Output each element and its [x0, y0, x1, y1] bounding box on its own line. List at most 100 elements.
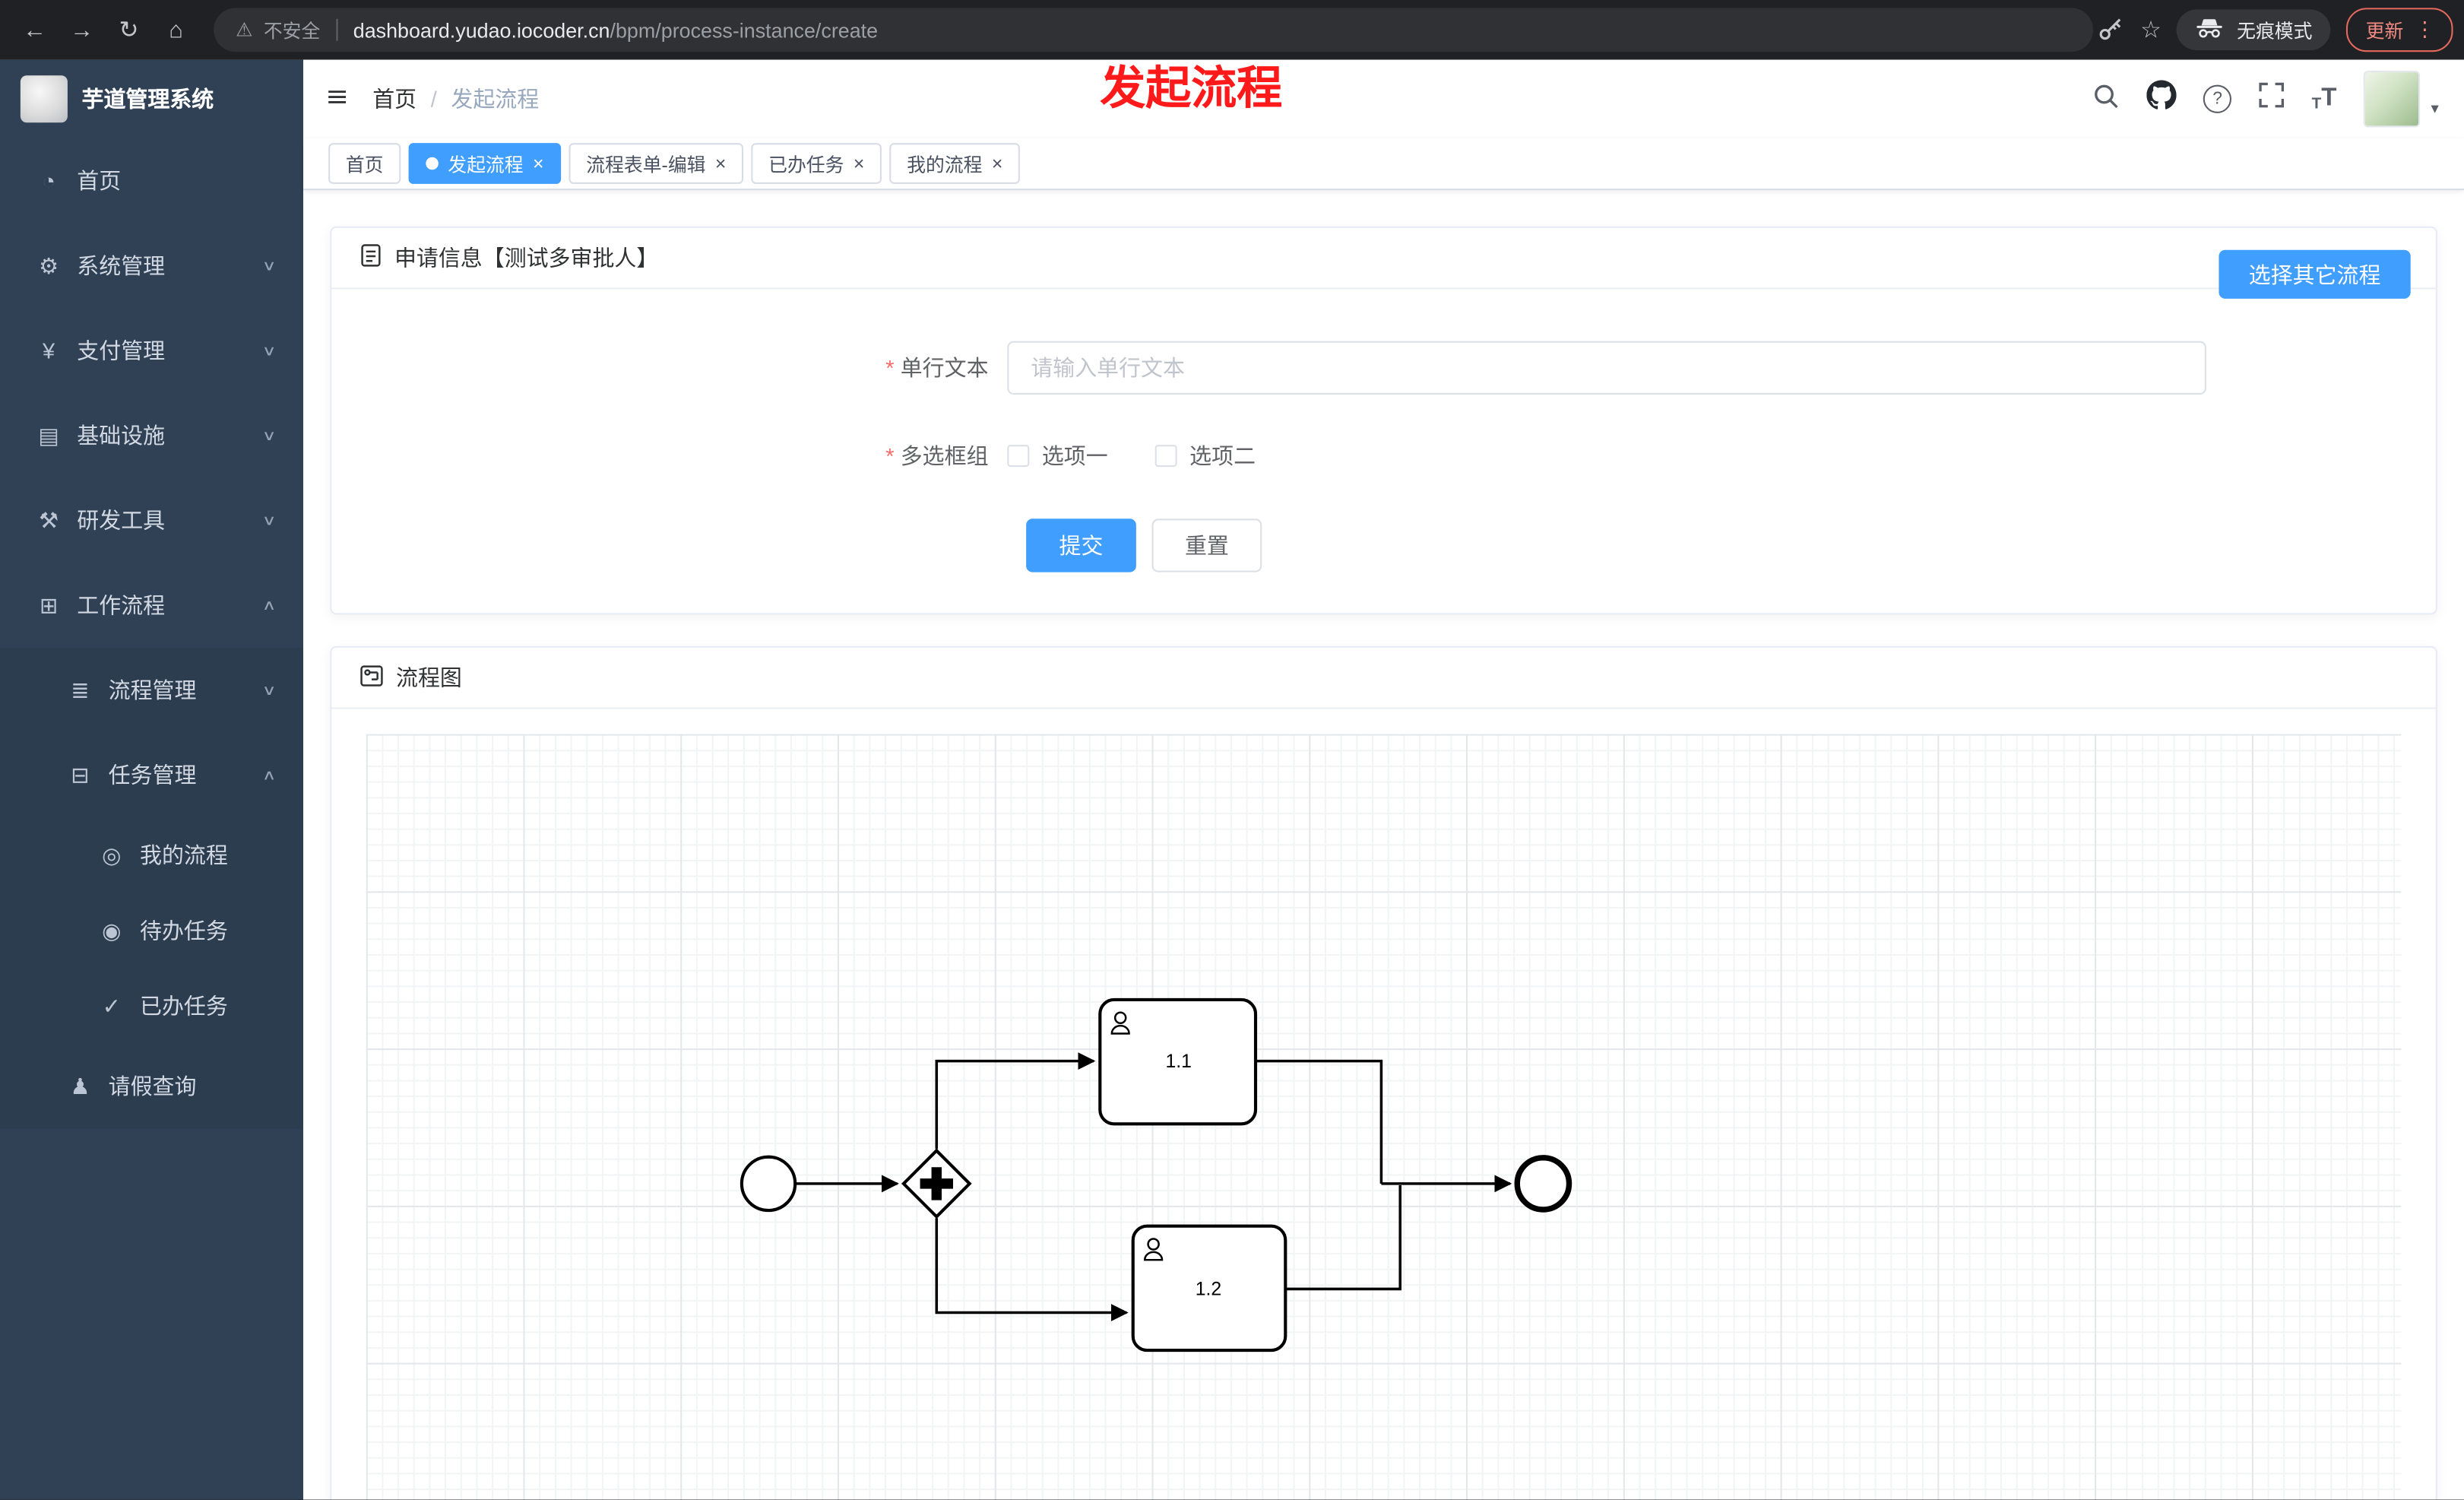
- breadcrumb: 首页 / 发起流程: [372, 84, 539, 115]
- tab-label: 首页: [345, 153, 384, 176]
- browser-forward-button[interactable]: →: [70, 16, 94, 43]
- checkbox-option-1[interactable]: 选项一: [1007, 440, 1108, 471]
- bpmn-parallel-gateway[interactable]: [901, 1148, 972, 1219]
- tab-done-tasks[interactable]: 已办任务 ×: [751, 143, 882, 184]
- bpmn-flow-gateway-task1: [935, 1052, 1096, 1150]
- bpmn-end-event[interactable]: [1514, 1155, 1572, 1213]
- browser-reload-button[interactable]: ↻: [119, 17, 139, 44]
- browser-chrome: ← → ↻ ⌂ ⚠ 不安全 dashboard.yudao.iocoder.cn…: [0, 0, 2464, 60]
- sidebar-item-infra[interactable]: ▤ 基础设施 ∨: [0, 393, 303, 478]
- flow-diagram-icon: [359, 664, 383, 691]
- process-icon: ≣: [71, 677, 90, 702]
- github-icon[interactable]: [2146, 80, 2177, 118]
- bpmn-flow-task1-merge: [1256, 1059, 1383, 1184]
- sidebar-item-todo-tasks[interactable]: ◉ 待办任务: [0, 893, 303, 968]
- bookmark-star-icon[interactable]: ☆: [2140, 17, 2162, 44]
- incognito-badge[interactable]: 无痕模式: [2177, 9, 2332, 51]
- breadcrumb-current: 发起流程: [451, 86, 540, 112]
- task-icon: ⊟: [71, 761, 90, 787]
- browser-update-button[interactable]: 更新 ⋮: [2346, 8, 2454, 52]
- bpmn-task-label: 1.2: [1196, 1280, 1221, 1300]
- single-text-label: *单行文本: [885, 355, 989, 381]
- avatar-caret-icon[interactable]: ▾: [2431, 100, 2439, 119]
- tag-view-bar: 首页 发起流程 × 流程表单-编辑 × 已办任务 × 我的流程 ×: [303, 138, 2464, 191]
- yen-icon: ¥: [43, 338, 55, 363]
- app-logo[interactable]: 芋道管理系统: [0, 60, 303, 138]
- help-icon[interactable]: ?: [2203, 84, 2232, 113]
- incognito-label: 无痕模式: [2237, 19, 2313, 42]
- tab-label: 已办任务: [768, 153, 844, 176]
- close-icon[interactable]: ×: [991, 152, 1003, 175]
- apply-card-title: 申请信息【测试多审批人】: [394, 245, 659, 271]
- close-icon[interactable]: ×: [532, 152, 544, 175]
- tab-create-process[interactable]: 发起流程 ×: [408, 143, 562, 184]
- sidebar-item-devtools[interactable]: ⚒ 研发工具 ∨: [0, 478, 303, 563]
- chevron-down-icon: ∨: [262, 257, 277, 273]
- sidebar-item-done-tasks[interactable]: ✓ 已办任务: [0, 969, 303, 1044]
- breadcrumb-home[interactable]: 首页: [372, 86, 417, 112]
- incognito-icon: [2196, 17, 2224, 43]
- tab-label: 发起流程: [448, 153, 524, 176]
- bpmn-start-event[interactable]: [740, 1155, 797, 1213]
- chevron-down-icon: ∨: [262, 427, 277, 443]
- submit-button[interactable]: 提交: [1026, 518, 1136, 572]
- reset-button[interactable]: 重置: [1151, 518, 1262, 572]
- user-avatar[interactable]: [2363, 71, 2421, 128]
- sidebar-item-label: 首页: [77, 168, 122, 194]
- sidebar-item-home[interactable]: ◔ 首页: [0, 138, 303, 224]
- sidebar-item-leave-query[interactable]: ♟ 请假查询: [0, 1044, 303, 1129]
- search-icon[interactable]: [2092, 81, 2120, 117]
- url-divider: [336, 18, 338, 41]
- close-icon[interactable]: ×: [714, 152, 727, 175]
- sidebar-item-label: 已办任务: [140, 993, 228, 1019]
- sidebar-menu: ◔ 首页 ⚙ 系统管理 ∨ ¥ 支付管理 ∨ ▤ 基础设施 ∨: [0, 138, 304, 1500]
- user-task-icon: [1144, 1238, 1164, 1261]
- chevron-down-icon: ∨: [262, 512, 277, 528]
- sidebar-item-payment[interactable]: ¥ 支付管理 ∨: [0, 308, 303, 393]
- checkbox-option-2[interactable]: 选项二: [1154, 440, 1256, 471]
- checkbox-icon[interactable]: [1007, 445, 1030, 468]
- sidebar-item-system[interactable]: ⚙ 系统管理 ∨: [0, 224, 303, 309]
- sidebar-item-label: 我的流程: [140, 842, 228, 868]
- sidebar-collapse-icon[interactable]: ≡: [326, 81, 348, 115]
- checkbox-icon[interactable]: [1154, 445, 1177, 468]
- single-text-input[interactable]: [1007, 341, 2206, 395]
- browser-back-button[interactable]: ←: [22, 16, 46, 43]
- sidebar-item-task-mgmt[interactable]: ⊟ 任务管理 ∧: [0, 733, 303, 818]
- tools-icon: ⚒: [39, 506, 59, 532]
- browser-home-button[interactable]: ⌂: [169, 16, 183, 43]
- address-bar[interactable]: ⚠ 不安全 dashboard.yudao.iocoder.cn /bpm/pr…: [214, 8, 2094, 52]
- tab-form-edit[interactable]: 流程表单-编辑 ×: [568, 143, 744, 184]
- page-content: 申请信息【测试多审批人】 选择其它流程 *单行文本 *多选框组: [303, 190, 2464, 1500]
- bpmn-user-task-1[interactable]: 1.1: [1098, 997, 1258, 1126]
- form-actions: 提交 重置: [331, 518, 2436, 572]
- single-text-row: *单行文本: [331, 341, 2436, 395]
- person-icon: ♟: [70, 1073, 90, 1099]
- sidebar-item-label: 请假查询: [108, 1073, 197, 1099]
- sidebar: 芋道管理系统 ◔ 首页 ⚙ 系统管理 ∨ ¥ 支付管理 ∨ ▤: [0, 59, 304, 1500]
- infrastructure-icon: ▤: [38, 422, 59, 448]
- workflow-submenu: ≣ 流程管理 ∨ ⊟ 任务管理 ∧ ◎ 我的流程 ◉: [0, 647, 304, 1129]
- tab-home[interactable]: 首页: [328, 143, 401, 184]
- password-key-icon[interactable]: [2096, 16, 2124, 44]
- browser-menu-icon[interactable]: ⋮: [2414, 17, 2435, 41]
- my-process-icon: ◎: [102, 842, 122, 867]
- sidebar-item-process-mgmt[interactable]: ≣ 流程管理 ∨: [0, 648, 303, 733]
- logo-avatar: [20, 75, 68, 123]
- sidebar-item-my-process[interactable]: ◎ 我的流程: [0, 817, 303, 893]
- checkbox-group-row: *多选框组 选项一 选项二: [331, 440, 2436, 471]
- app-frame: 芋道管理系统 ◔ 首页 ⚙ 系统管理 ∨ ¥ 支付管理 ∨ ▤: [0, 59, 2464, 1500]
- bpmn-user-task-2[interactable]: 1.2: [1131, 1224, 1287, 1353]
- fullscreen-icon[interactable]: [2258, 82, 2285, 116]
- close-icon[interactable]: ×: [853, 152, 865, 175]
- bpmn-task-label: 1.1: [1165, 1051, 1191, 1072]
- checkbox-label: 选项二: [1189, 443, 1256, 469]
- bpmn-canvas[interactable]: 1.1 1.2: [366, 734, 2402, 1500]
- select-other-process-button[interactable]: 选择其它流程: [2219, 249, 2411, 299]
- insecure-warning-icon: ⚠: [236, 18, 253, 41]
- tab-my-process[interactable]: 我的流程 ×: [889, 143, 1021, 184]
- sidebar-item-workflow[interactable]: ⊞ 工作流程 ∧: [0, 563, 303, 648]
- security-label[interactable]: 不安全: [263, 19, 321, 42]
